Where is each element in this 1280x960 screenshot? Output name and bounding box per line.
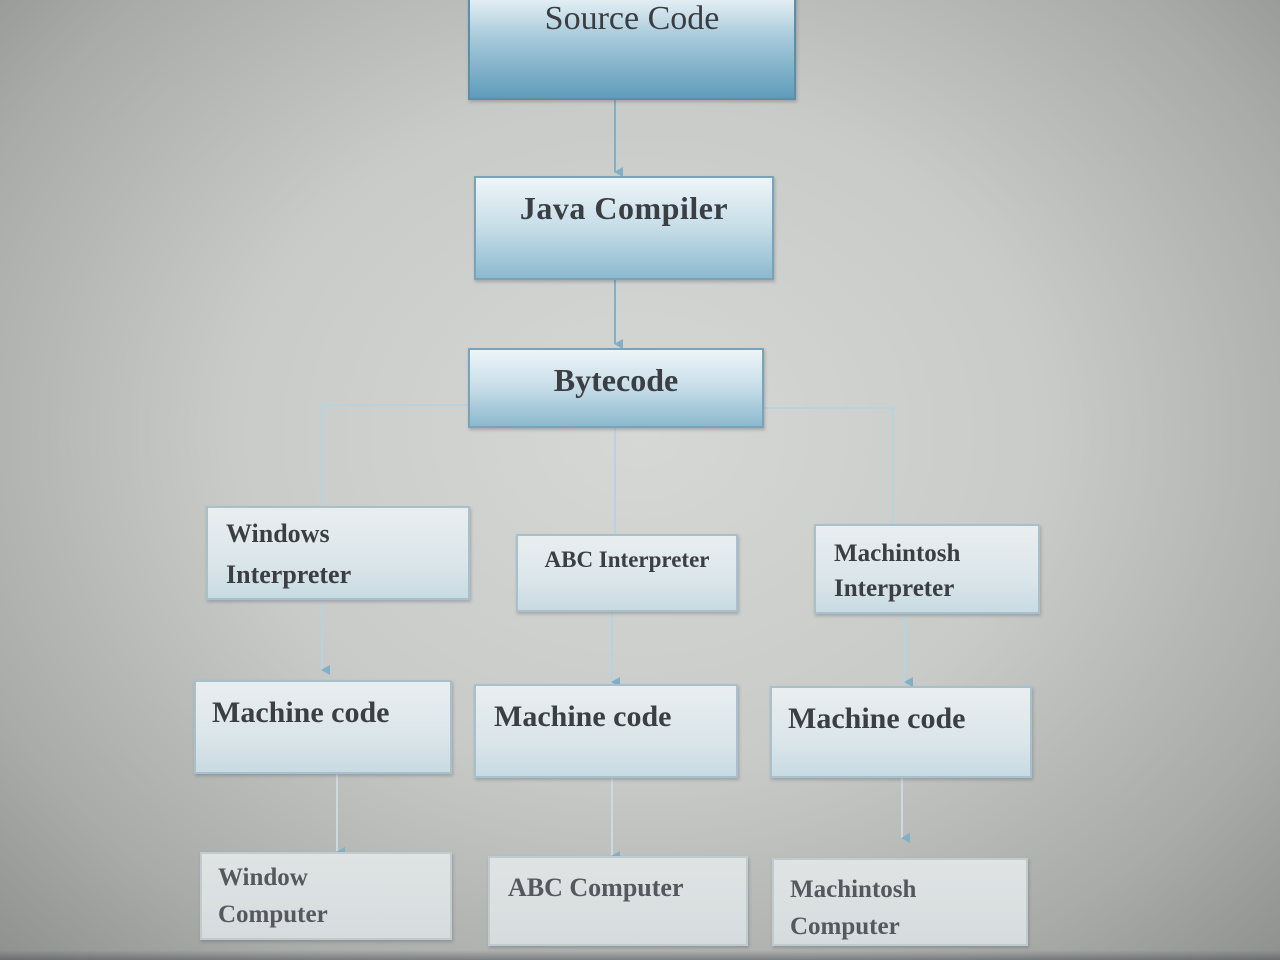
- monitor-bezel-edge: [0, 950, 1280, 960]
- source-code-node: Source Code: [468, 0, 796, 100]
- line-bytecode-to-windows-interpreter: [321, 404, 470, 505]
- windows-interpreter-label-line-2: Interpreter: [226, 559, 352, 589]
- windows-interpreter-label-line-1: Windows: [226, 519, 330, 548]
- java-compiler-label: Java Compiler: [519, 190, 729, 226]
- mac-computer-node: Machintosh Computer: [772, 858, 1028, 946]
- mac-machine-code-node: Machine code: [770, 686, 1032, 778]
- windows-machine-code-label: Machine code: [212, 696, 390, 729]
- mac-computer-label-line-1: Machintosh: [790, 876, 917, 903]
- abc-interpreter-label: ABC Interpreter: [544, 547, 710, 572]
- bytecode-node: Bytecode: [468, 348, 764, 428]
- windows-computer-label-line-2: Computer: [218, 901, 328, 929]
- windows-computer-label-line-1: Window: [218, 864, 308, 891]
- mac-machine-code-label: Machine code: [788, 702, 966, 735]
- abc-machine-code-label: Machine code: [494, 700, 672, 733]
- bytecode-label: Bytecode: [553, 362, 679, 398]
- line-bytecode-to-mac-interpreter: [762, 407, 894, 524]
- mac-interpreter-node: Machintosh Interpreter: [814, 524, 1040, 614]
- abc-computer-label: ABC Computer: [508, 873, 684, 902]
- windows-computer-node: Window Computer: [200, 852, 452, 940]
- source-code-label: Source Code: [544, 0, 720, 37]
- abc-interpreter-node: ABC Interpreter: [516, 534, 738, 612]
- mac-computer-label-line-2: Computer: [790, 913, 900, 941]
- windows-interpreter-node: Windows Interpreter: [206, 506, 470, 600]
- windows-machine-code-node: Machine code: [194, 680, 452, 774]
- abc-computer-node: ABC Computer: [488, 856, 748, 946]
- java-compiler-node: Java Compiler: [474, 176, 774, 280]
- mac-interpreter-label-line-2: Interpreter: [834, 575, 955, 603]
- mac-interpreter-label-line-1: Machintosh: [834, 540, 961, 567]
- abc-machine-code-node: Machine code: [474, 684, 738, 778]
